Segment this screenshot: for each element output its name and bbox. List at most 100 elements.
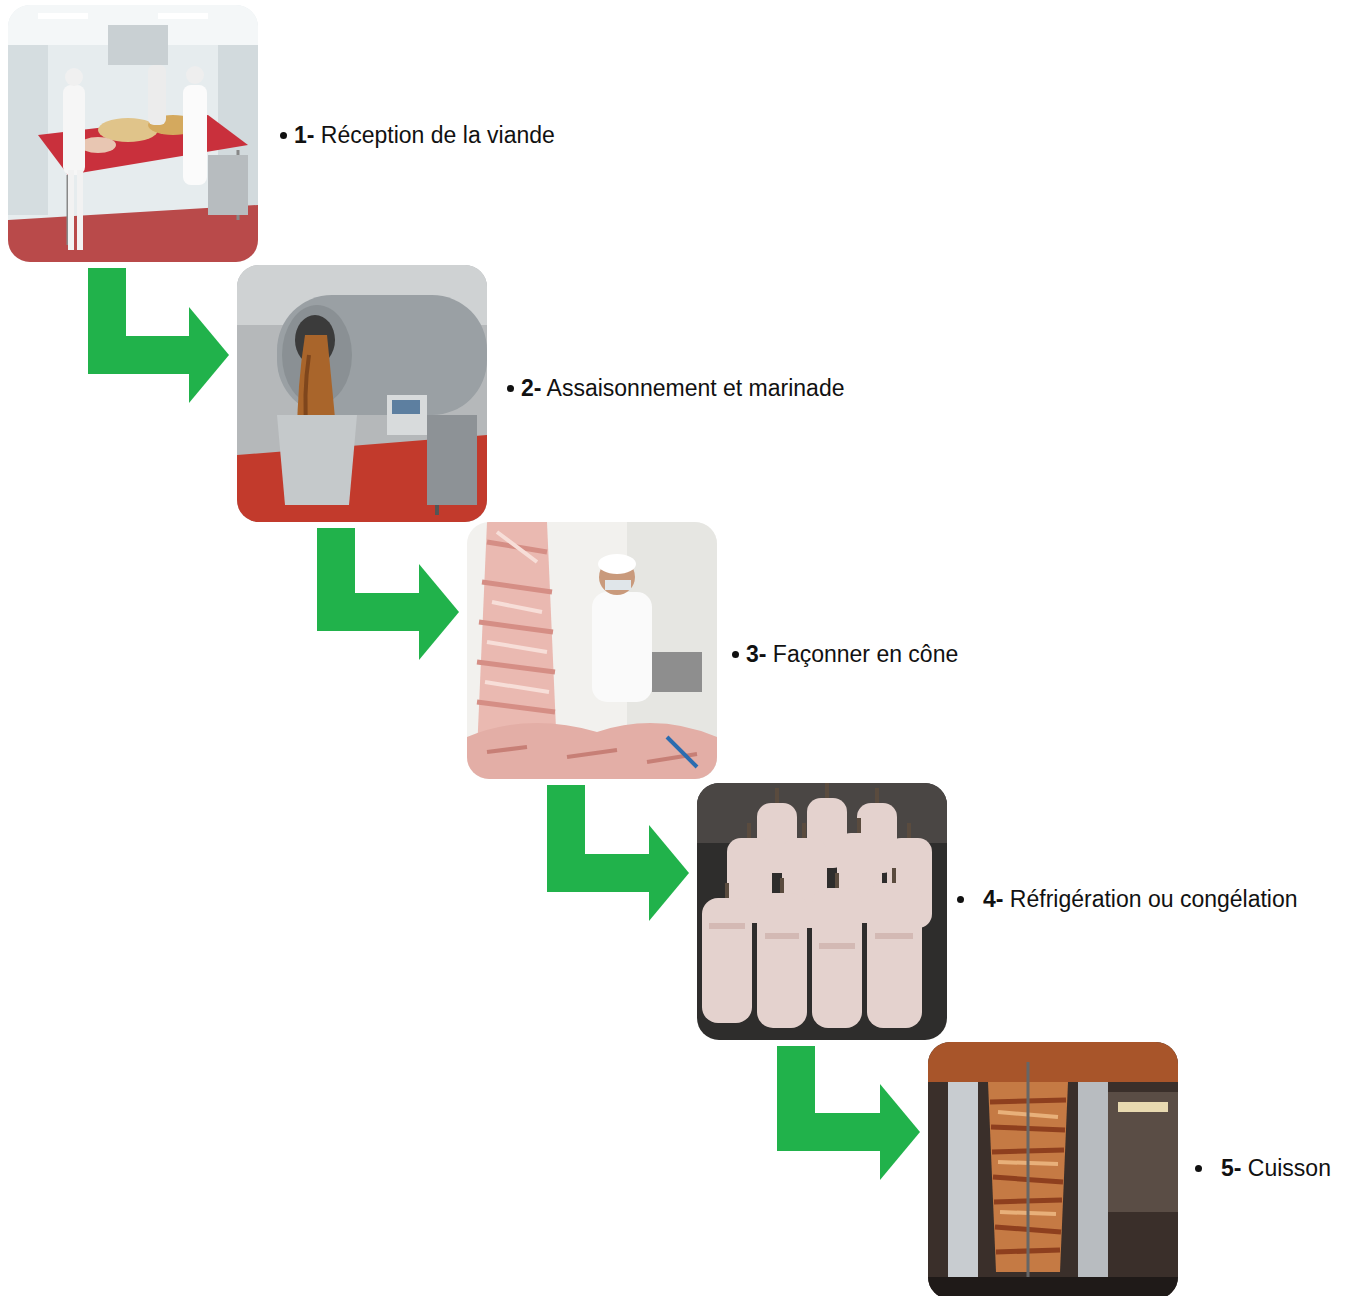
illustration-part xyxy=(747,823,751,838)
photo-illustration xyxy=(928,1042,1178,1296)
illustration-part xyxy=(485,532,549,692)
bullet-dot xyxy=(1195,1165,1202,1172)
illustration-part xyxy=(709,923,913,949)
arrow-head xyxy=(419,564,459,660)
bullet-dot xyxy=(732,651,739,658)
illustration-part xyxy=(186,66,204,84)
photo-illustration xyxy=(697,783,947,1040)
illustration-part xyxy=(183,85,207,185)
step-text: 1- Réception de la viande xyxy=(294,122,555,149)
arrow-head xyxy=(649,825,689,921)
illustration-part xyxy=(487,747,697,762)
process-step: 4- Réfrigération ou congélation xyxy=(697,783,947,1040)
process-step: 3- Façonner en cône xyxy=(467,522,717,779)
step-text: 2- Assaisonnement et marinade xyxy=(521,375,844,402)
illustration-part xyxy=(875,933,913,939)
step-photo xyxy=(928,1042,1178,1296)
illustration-part xyxy=(148,65,166,125)
illustration-part xyxy=(812,888,862,1028)
photo-illustration xyxy=(8,5,258,262)
illustration-part xyxy=(605,580,631,590)
step-label: 4- Réfrigération ou congélation xyxy=(957,886,1298,913)
illustration-part xyxy=(598,554,636,574)
step-text: 3- Façonner en cône xyxy=(746,641,958,668)
illustration-part xyxy=(802,823,806,838)
step-number: 2- xyxy=(521,375,541,401)
illustration-part xyxy=(467,522,717,779)
arrow-head xyxy=(189,307,229,403)
step-photo xyxy=(467,522,717,779)
illustration-part xyxy=(825,783,829,798)
illustration-part xyxy=(928,1042,1178,1082)
illustration-part xyxy=(667,737,697,767)
illustration-part xyxy=(8,45,48,215)
flow-arrow xyxy=(796,1046,920,1180)
illustration-part xyxy=(780,878,784,893)
illustration-part xyxy=(77,170,83,250)
arrow-shaft xyxy=(796,1046,880,1132)
illustration-part xyxy=(697,783,947,1040)
step-text: 4- Réfrigération ou congélation xyxy=(983,886,1298,913)
illustration-part xyxy=(835,873,839,888)
step-label: 5- Cuisson xyxy=(1195,1155,1331,1182)
step-number: 4- xyxy=(983,886,1003,912)
illustration-part xyxy=(387,395,427,435)
step-number: 3- xyxy=(746,641,766,667)
illustration-part xyxy=(80,137,116,153)
bullet-dot xyxy=(280,132,287,139)
illustration-part xyxy=(709,923,745,929)
illustration-part xyxy=(8,5,258,262)
flow-arrow xyxy=(107,268,229,403)
photo-illustration xyxy=(467,522,717,779)
process-step: 2- Assaisonnement et marinade xyxy=(237,265,487,522)
illustration-part xyxy=(702,798,932,1028)
step-photo xyxy=(237,265,487,522)
arrow-shaft xyxy=(336,528,419,612)
step-label: 3- Façonner en cône xyxy=(732,641,958,668)
illustration-part xyxy=(765,933,799,939)
step-number: 5- xyxy=(1221,1155,1241,1181)
illustration-part xyxy=(702,898,752,1023)
step-photo xyxy=(697,783,947,1040)
illustration-part xyxy=(237,265,487,522)
bullet-dot xyxy=(957,896,964,903)
illustration-part xyxy=(928,1277,1178,1296)
illustration-part xyxy=(1078,1082,1108,1282)
illustration-part xyxy=(725,883,729,898)
flow-arrow xyxy=(336,528,459,660)
flow-arrow xyxy=(566,785,689,921)
illustration-part xyxy=(467,723,717,779)
illustration-part xyxy=(948,1082,978,1282)
illustration-part xyxy=(907,823,911,838)
step-label: 2- Assaisonnement et marinade xyxy=(507,375,844,402)
step-label: 1- Réception de la viande xyxy=(280,122,555,149)
illustration-part xyxy=(875,788,879,803)
illustration-part xyxy=(427,415,477,505)
arrow-head xyxy=(880,1084,920,1180)
illustration-part xyxy=(158,13,208,19)
illustration-part xyxy=(277,415,357,505)
illustration-part xyxy=(392,400,420,414)
illustration-part xyxy=(727,783,909,898)
illustration-part xyxy=(867,883,922,1028)
illustration-part xyxy=(819,943,855,949)
illustration-part xyxy=(68,170,74,250)
illustration-part xyxy=(1027,1062,1030,1296)
arrow-shaft xyxy=(566,785,649,873)
illustration-part xyxy=(775,788,779,803)
illustration-part xyxy=(928,1042,1178,1296)
illustration-part xyxy=(857,818,861,833)
illustration-part xyxy=(65,68,83,86)
illustration-part xyxy=(652,652,702,692)
arrow-shaft xyxy=(107,268,189,355)
step-photo xyxy=(8,5,258,262)
illustration-part xyxy=(757,893,807,1028)
process-step: 5- Cuisson xyxy=(928,1042,1178,1296)
illustration-part xyxy=(1118,1102,1168,1112)
illustration-part xyxy=(63,85,85,175)
bullet-dot xyxy=(507,385,514,392)
illustration-part xyxy=(108,25,168,65)
illustration-part xyxy=(592,592,652,702)
illustration-part xyxy=(892,868,896,883)
